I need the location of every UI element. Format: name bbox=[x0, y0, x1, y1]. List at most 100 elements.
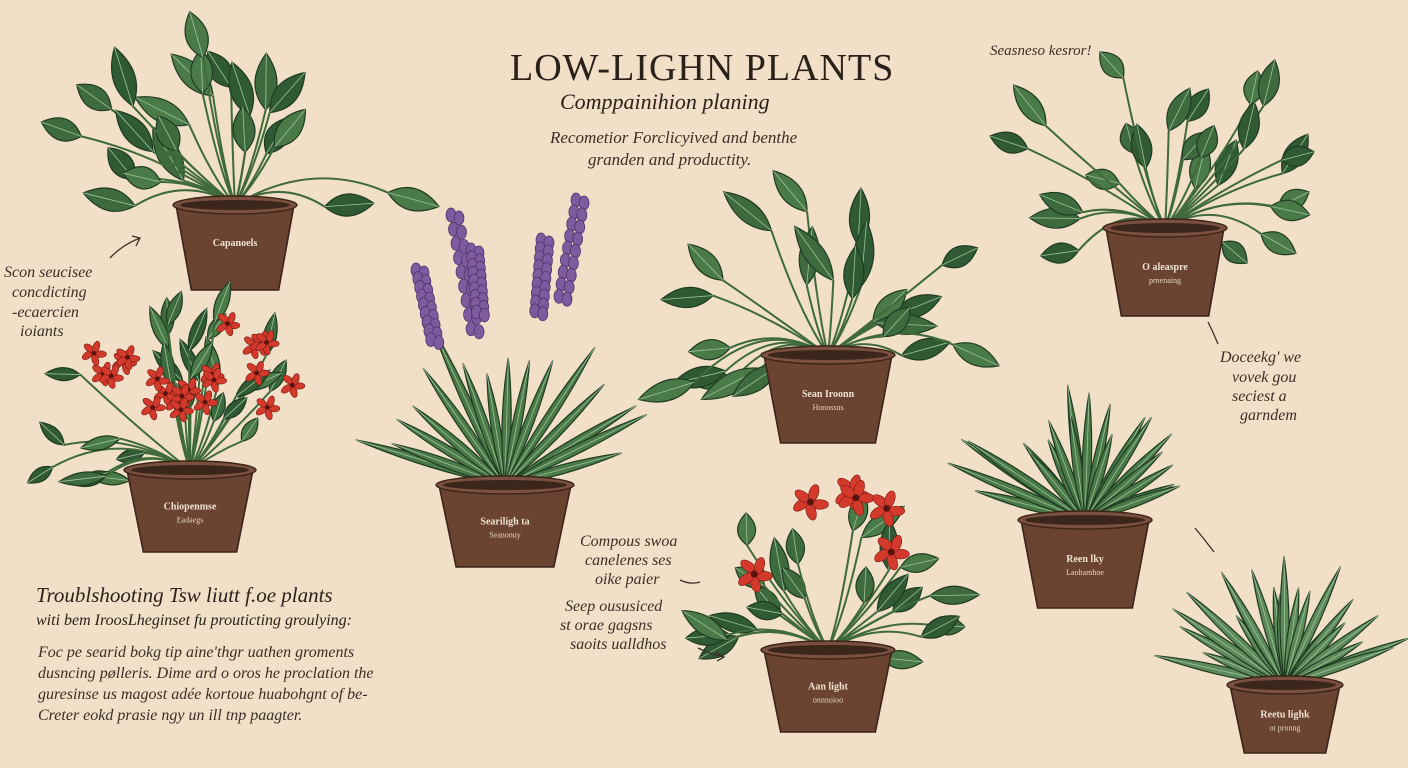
stem bbox=[132, 105, 236, 206]
leaf-vein bbox=[723, 191, 772, 232]
pot-sublabel: Honossus bbox=[812, 403, 843, 412]
troubleshooting-body-4: Creter eokd prasie ngy un ill tnp paagte… bbox=[38, 707, 303, 724]
leaf-vein bbox=[1270, 205, 1310, 216]
leaf-vein bbox=[27, 466, 53, 484]
flower-center bbox=[150, 405, 156, 410]
leaf-vein bbox=[947, 462, 1086, 521]
note-right-4: garndem bbox=[1240, 407, 1297, 424]
flower-center bbox=[225, 321, 230, 326]
stem bbox=[202, 57, 236, 206]
flower-center bbox=[750, 570, 758, 578]
leaf-vein bbox=[324, 202, 374, 208]
leaf-vein bbox=[681, 610, 728, 641]
stem bbox=[234, 177, 389, 206]
pot-label: Aan light bbox=[808, 681, 848, 692]
leaf-vein bbox=[1013, 84, 1047, 127]
flower-bud bbox=[570, 243, 581, 259]
leaf-vein bbox=[76, 84, 112, 110]
flower-bud bbox=[576, 207, 588, 223]
leaf-vein bbox=[1260, 233, 1297, 254]
leaf-vein bbox=[274, 109, 306, 148]
troubleshooting-body-1: Foc pe searid bokg tip aine'thgr uathen … bbox=[38, 644, 355, 661]
pot-sublabel: ot prnnng bbox=[1270, 724, 1301, 733]
flower-bud bbox=[574, 219, 586, 235]
flower-center bbox=[289, 382, 295, 388]
leaf-vein bbox=[920, 616, 960, 638]
leaf-vein bbox=[1250, 70, 1259, 105]
flower-center bbox=[91, 350, 97, 356]
pot-soil bbox=[131, 465, 249, 475]
stem bbox=[79, 373, 191, 471]
note-left-3: -ecaercien bbox=[12, 304, 79, 321]
flower-center bbox=[124, 354, 130, 360]
pot-label: O aleaspre bbox=[1142, 262, 1188, 273]
leaf-vein bbox=[265, 53, 267, 110]
leaf-vein bbox=[1099, 51, 1124, 79]
leaf-vein bbox=[214, 281, 231, 324]
flower-center bbox=[887, 548, 895, 556]
flower-center bbox=[108, 373, 114, 379]
leaf-vein bbox=[1284, 566, 1341, 686]
pot-soil bbox=[1110, 223, 1220, 233]
flower-bud bbox=[473, 324, 485, 340]
note-left-2: concdicting bbox=[12, 284, 87, 301]
leaf-vein bbox=[746, 606, 783, 615]
leaf-vein bbox=[1084, 434, 1113, 521]
leaf-vein bbox=[213, 392, 224, 422]
leaf-vein bbox=[1048, 420, 1086, 521]
leaf-vein bbox=[45, 373, 81, 375]
flower-bud bbox=[479, 307, 490, 323]
leaf-vein bbox=[745, 512, 748, 546]
leaf-vein bbox=[1029, 217, 1081, 219]
leaf-vein bbox=[952, 344, 1000, 367]
leaf-vein bbox=[189, 11, 204, 58]
arrow-center2-note bbox=[697, 647, 726, 662]
intro-line-1: Recometior Forclicyived and benthe bbox=[550, 128, 798, 147]
pot-sublabel: Seanonuy bbox=[489, 530, 521, 539]
leaf-vein bbox=[941, 247, 978, 266]
note-right-1: Doceekg' we bbox=[1220, 349, 1302, 366]
leaf-vein bbox=[638, 381, 695, 400]
flower-center bbox=[154, 376, 160, 382]
leaf-vein bbox=[163, 341, 172, 388]
stem bbox=[1164, 130, 1170, 229]
flower-bud bbox=[568, 255, 579, 271]
pot-label: Reen lky bbox=[1066, 554, 1104, 565]
leaf-vein bbox=[504, 414, 648, 486]
note-center2-3: saoits ualldhos bbox=[570, 636, 667, 653]
leaf-vein bbox=[1263, 59, 1276, 107]
leaf-vein bbox=[1084, 416, 1152, 521]
leaf-vein bbox=[422, 367, 506, 486]
page-title: LOW-LIGHN PLANTS bbox=[510, 47, 895, 89]
leaf-vein bbox=[504, 360, 530, 486]
page-subtitle: Comppainihion planing bbox=[560, 89, 770, 114]
leaf-vein bbox=[504, 357, 509, 486]
leaf-vein bbox=[39, 421, 65, 446]
note-top-right: Seasneso kesror! bbox=[990, 43, 1092, 59]
flower-bud bbox=[433, 335, 445, 350]
leaf-vein bbox=[1220, 571, 1286, 686]
arrow-left-note bbox=[109, 235, 141, 259]
leaf-vein bbox=[1200, 125, 1215, 158]
leaf-vein bbox=[901, 341, 950, 356]
leaf-vein bbox=[115, 110, 154, 152]
leaf-vein bbox=[782, 567, 805, 599]
leaf-vein bbox=[1284, 590, 1311, 686]
leaf-vein bbox=[80, 438, 120, 449]
leaf-vein bbox=[207, 51, 232, 88]
flower-center bbox=[883, 504, 891, 512]
leaf-vein bbox=[792, 528, 799, 565]
leaf-vein bbox=[772, 170, 808, 212]
troubleshooting-subheading: witi bem IroosLheginset fu prouticting g… bbox=[36, 612, 352, 629]
leaf-vein bbox=[1084, 392, 1090, 521]
leaf-vein bbox=[688, 347, 731, 353]
leaf-vein bbox=[462, 362, 506, 486]
pot-sublabel: onnnoioo bbox=[813, 695, 843, 704]
leaf-vein bbox=[241, 417, 258, 442]
flower-bud bbox=[563, 279, 575, 295]
pot-soil bbox=[768, 645, 888, 655]
leaf-vein bbox=[794, 226, 834, 281]
